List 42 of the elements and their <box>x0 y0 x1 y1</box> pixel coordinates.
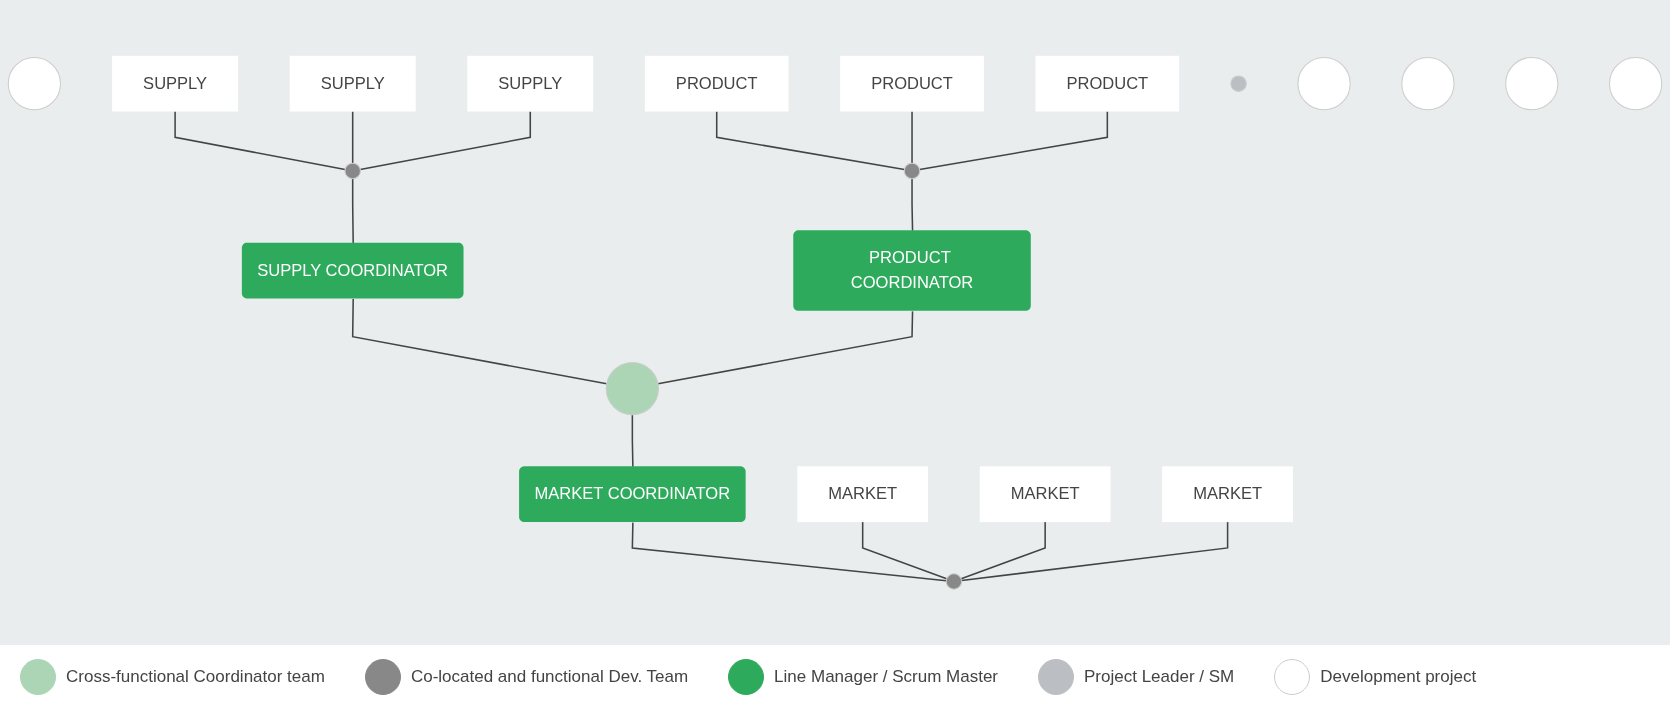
node-box: MARKET COORDINATOR <box>519 466 746 523</box>
connector <box>960 521 1229 582</box>
node-box: MARKET <box>979 466 1111 523</box>
node-circle <box>1230 75 1247 92</box>
connector <box>715 110 906 171</box>
legend-text: Project Leader / SM <box>1084 667 1235 687</box>
node-circle <box>1401 57 1455 111</box>
connector <box>631 521 947 582</box>
connector <box>911 177 914 232</box>
node-circle <box>1609 57 1663 111</box>
legend-text: Cross-functional Coordinator team <box>66 667 325 687</box>
connector <box>174 110 346 171</box>
legend-text: Line Manager / Scrum Master <box>774 667 999 687</box>
connector <box>631 413 634 468</box>
node-box: PRODUCT <box>1035 55 1180 112</box>
node-circle <box>1505 57 1559 111</box>
node-box: SUPPLY <box>467 55 594 112</box>
connector <box>359 110 532 171</box>
node-box: PRODUCT <box>840 55 984 112</box>
connector <box>351 177 354 244</box>
node-box: MARKET <box>1162 466 1293 523</box>
legend-text: Co-located and functional Dev. Team <box>410 667 689 687</box>
legend-text: Development project <box>1320 667 1477 687</box>
node-circle <box>1297 57 1351 111</box>
node-box: SUPPLY COORDINATOR <box>241 242 464 299</box>
node-circle <box>7 57 61 111</box>
node-box: PRODUCT <box>644 55 789 112</box>
node-box: SUPPLY <box>112 55 239 112</box>
node-circle <box>945 573 963 590</box>
connector <box>351 298 608 385</box>
connector <box>911 110 913 164</box>
connector <box>861 521 948 580</box>
node-box: PRODUCT COORDINATOR <box>793 230 1031 311</box>
node-circle <box>903 162 921 180</box>
connector <box>351 110 354 164</box>
node-circle <box>344 162 361 180</box>
connector <box>657 310 914 385</box>
connector <box>918 110 1109 171</box>
connector <box>960 521 1046 580</box>
node-circle <box>605 361 659 416</box>
node-box: SUPPLY <box>289 55 416 112</box>
node-box: MARKET <box>797 466 929 523</box>
